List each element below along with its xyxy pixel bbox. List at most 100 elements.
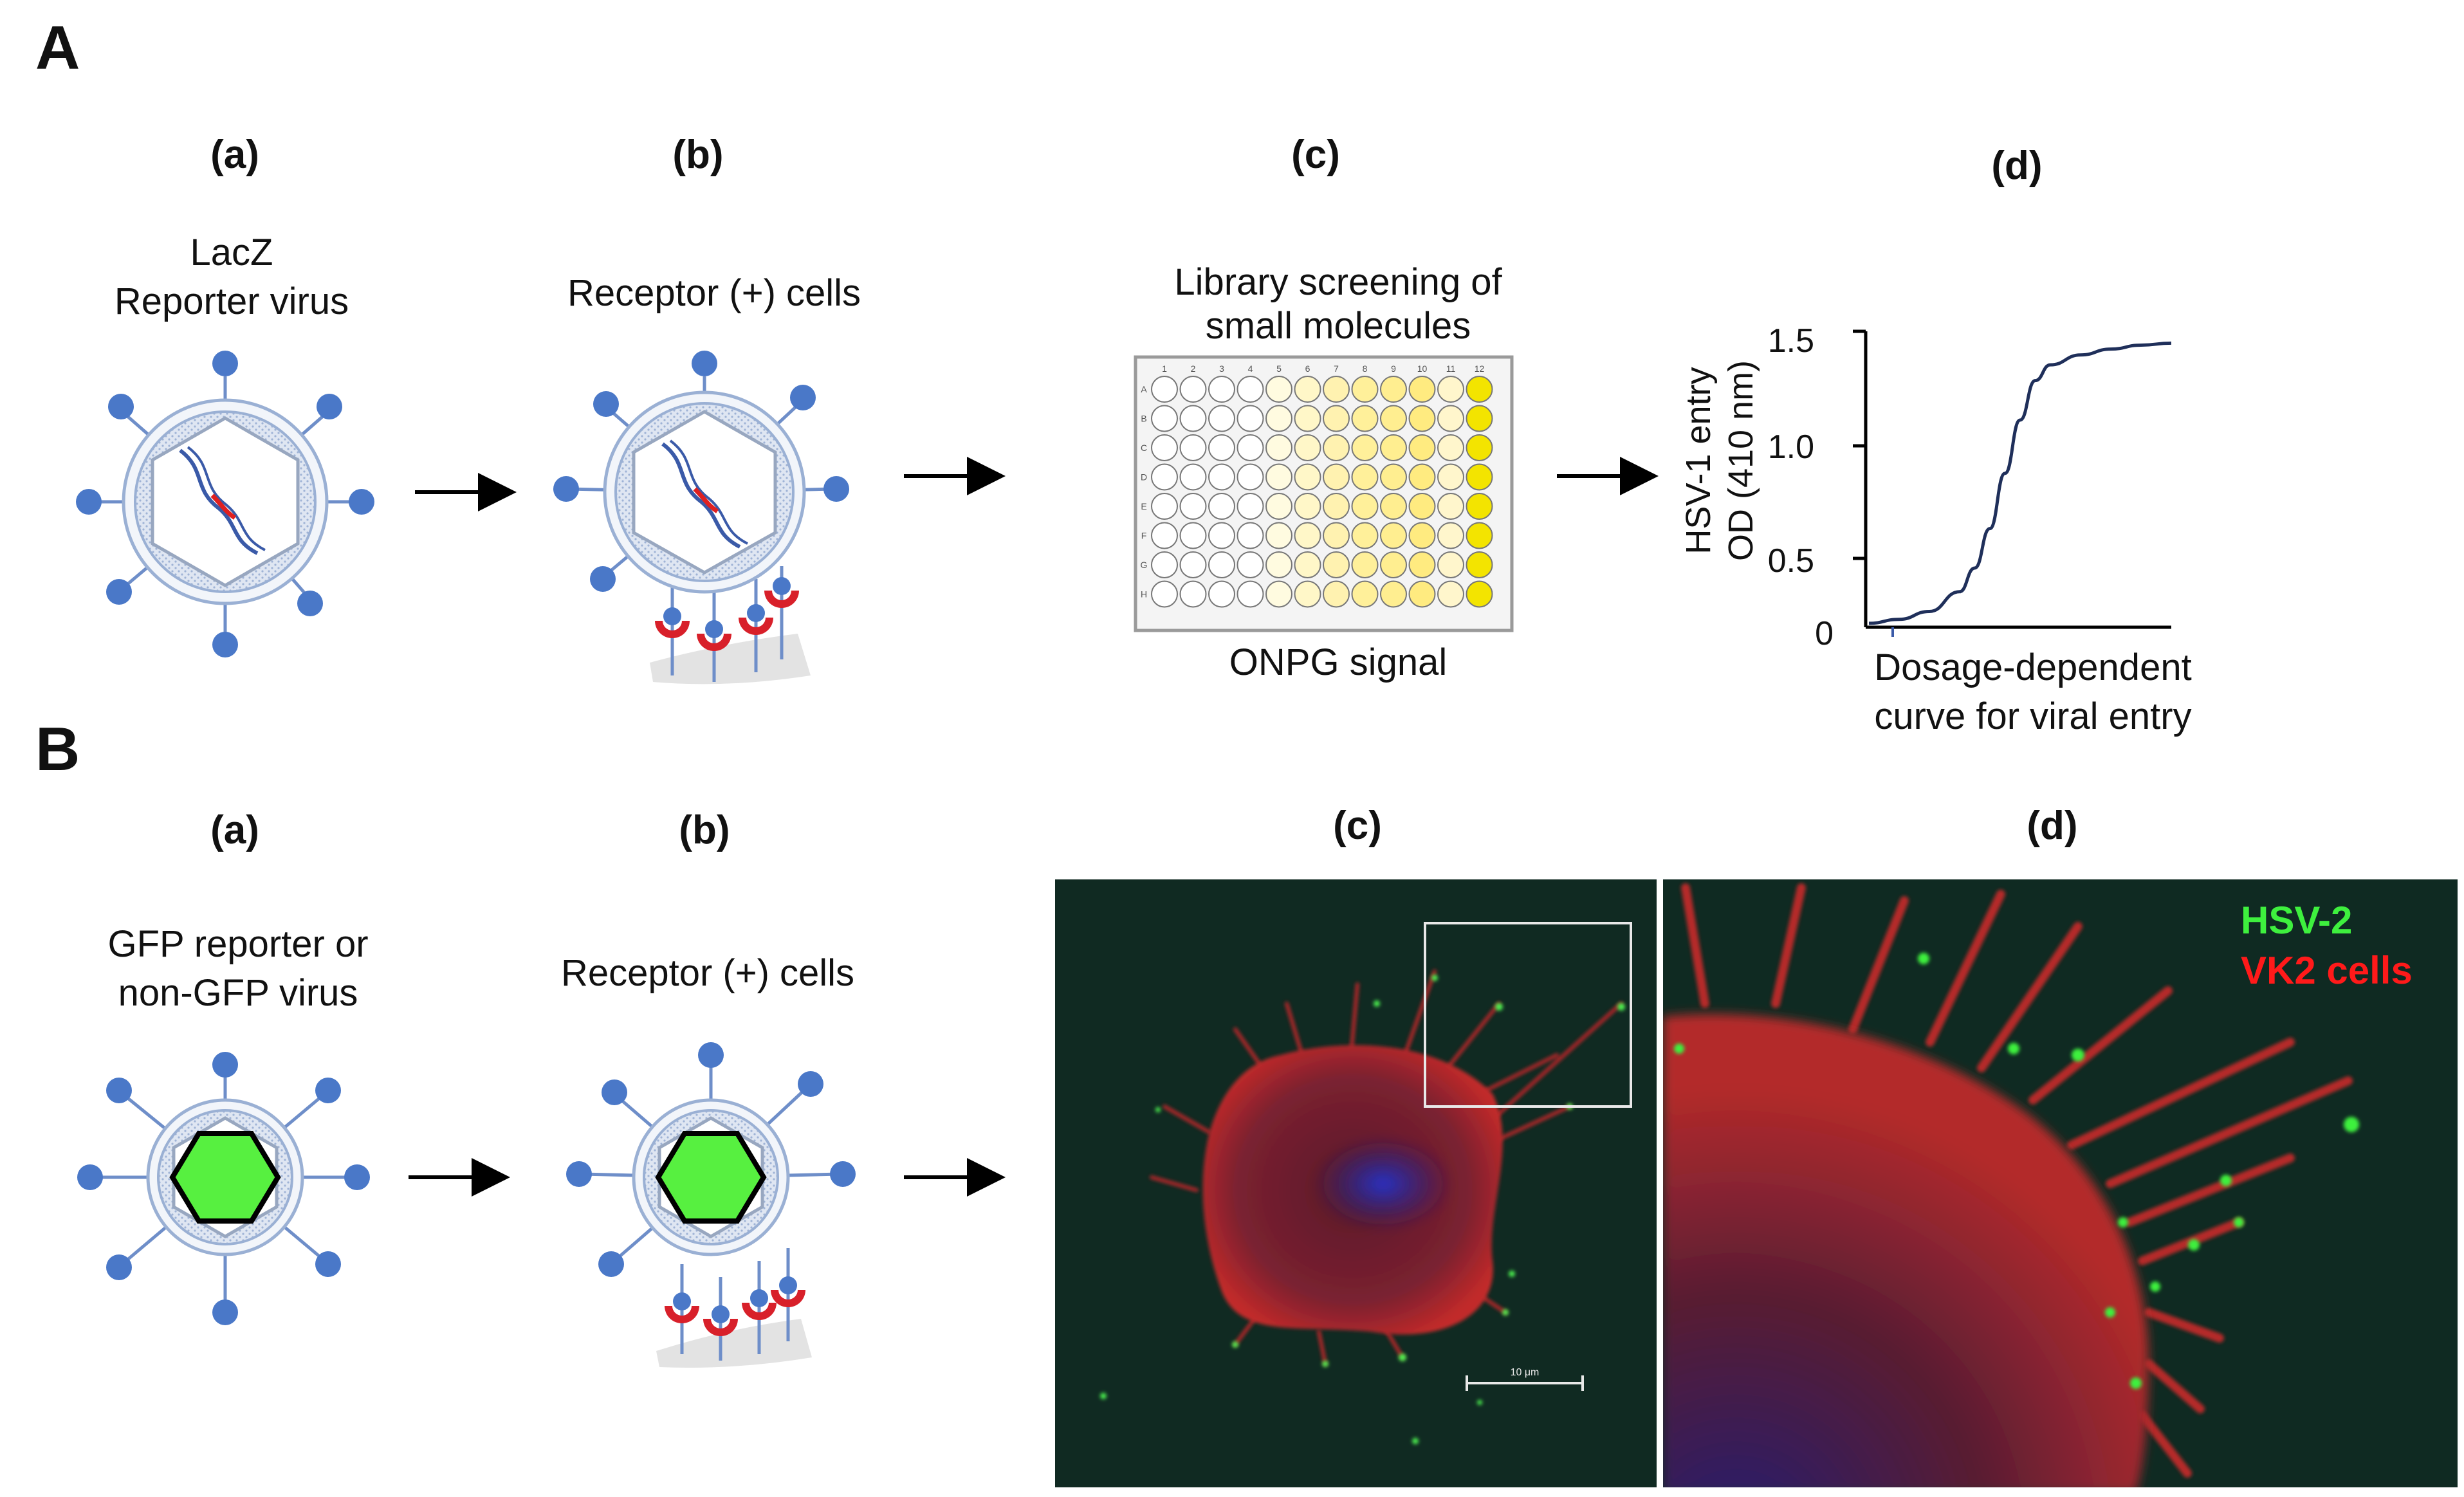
plate-well [1179, 522, 1207, 549]
plate-well [1380, 493, 1407, 520]
plate-well [1380, 522, 1407, 549]
plate-well [1380, 405, 1407, 432]
plate-well [1466, 580, 1493, 608]
chart-xlabel: Dosage-dependent curve for viral entry [1853, 643, 2213, 741]
plate-well [1151, 405, 1178, 432]
plate-well [1237, 434, 1264, 461]
plate-well [1208, 551, 1235, 578]
plate-well [1294, 522, 1321, 549]
plate-well [1323, 493, 1350, 520]
plate-well [1466, 493, 1493, 520]
plate-well [1208, 522, 1235, 549]
plate-title-line1: Library screening of [1174, 261, 1502, 303]
row-b-sub-a: (a) [210, 808, 259, 852]
plate-well [1179, 580, 1207, 608]
gfp-virus-icon [77, 1052, 370, 1325]
plate-well [1408, 434, 1436, 461]
row-b-sub-c: (c) [1333, 804, 1382, 848]
plate-row-label: A [1141, 384, 1147, 394]
plate-well [1179, 376, 1207, 403]
plate-well [1466, 405, 1493, 432]
ytick-label: 1.5 [1767, 322, 1814, 360]
plate-well [1380, 580, 1407, 608]
plate-well [1208, 580, 1235, 608]
plate-well [1208, 434, 1235, 461]
plate-well [1294, 434, 1321, 461]
receptor-cells-label-a: Receptor (+) cells [567, 272, 861, 314]
plate-row-label: C [1141, 443, 1147, 453]
ytick-label: 0 [1815, 615, 1834, 652]
microscopy-image-d [1663, 879, 2458, 1487]
plate-well [1408, 376, 1436, 403]
plate-well [1351, 434, 1379, 461]
plate-well [1151, 463, 1178, 491]
row-b-sub-d: (d) [2027, 804, 2078, 848]
legend: HSV-2 VK2 cells [2241, 895, 2413, 996]
plate-well [1323, 463, 1350, 491]
gfp-virus-label: GFP reporter or non-GFP virus [39, 920, 437, 1018]
plate-col-label: 12 [1475, 363, 1485, 374]
plate-well [1265, 376, 1292, 403]
plate-well [1380, 551, 1407, 578]
row-b-sub-b: (b) [679, 808, 730, 852]
plate-well [1408, 405, 1436, 432]
plate-well [1408, 551, 1436, 578]
plate-wells [1151, 376, 1493, 608]
plate-well [1437, 580, 1464, 608]
plate-well [1265, 493, 1292, 520]
plate-well [1294, 405, 1321, 432]
plate-caption: ONPG signal [1229, 641, 1448, 683]
plate-well [1237, 493, 1264, 520]
plate-well [1466, 522, 1493, 549]
plate-well [1408, 493, 1436, 520]
plate-well [1265, 580, 1292, 608]
chart-xlabel-line1: Dosage-dependent [1874, 647, 2192, 688]
plate-title: Library screening of small molecules [1119, 261, 1557, 348]
plate-well [1208, 376, 1235, 403]
plate-well [1437, 405, 1464, 432]
plate-well [1237, 463, 1264, 491]
plate-well [1151, 493, 1178, 520]
plate-col-label: 4 [1248, 363, 1253, 374]
plate-well [1437, 551, 1464, 578]
plate-well [1265, 463, 1292, 491]
plate-col-label: 6 [1305, 363, 1310, 374]
plate-well [1294, 493, 1321, 520]
plate-col-label: 10 [1417, 363, 1428, 374]
dose-curve-chart [1853, 329, 2172, 637]
row-a-sub-d: (d) [1991, 143, 2043, 188]
plate-well [1151, 580, 1178, 608]
plate-col-label: 2 [1191, 363, 1196, 374]
plate-well [1408, 522, 1436, 549]
ytick-label: 0.5 [1767, 542, 1814, 580]
plate-well [1351, 493, 1379, 520]
plate-row-label: F [1141, 531, 1147, 541]
plate-well [1437, 463, 1464, 491]
plate-well [1208, 405, 1235, 432]
plate-col-label: 11 [1446, 363, 1456, 374]
plate-row-label: E [1141, 501, 1146, 511]
plate-well [1179, 551, 1207, 578]
plate-well [1380, 434, 1407, 461]
plate-well [1179, 463, 1207, 491]
plate-well [1151, 376, 1178, 403]
plate-well [1208, 493, 1235, 520]
plate-well [1466, 376, 1493, 403]
row-a-sub-b: (b) [672, 133, 724, 177]
lacz-virus-icon [76, 351, 374, 657]
chart-series-line [1868, 341, 2172, 625]
plate-well [1351, 405, 1379, 432]
plate-well [1437, 493, 1464, 520]
zoom-box [1424, 922, 1632, 1108]
plate-well [1294, 376, 1321, 403]
plate-well [1466, 463, 1493, 491]
plate-well [1351, 376, 1379, 403]
plate-well [1237, 522, 1264, 549]
ytick-label: 1.0 [1767, 428, 1814, 466]
plate-well [1208, 463, 1235, 491]
plate-row-label: G [1141, 560, 1148, 570]
row-a-sub-a: (a) [210, 133, 259, 177]
